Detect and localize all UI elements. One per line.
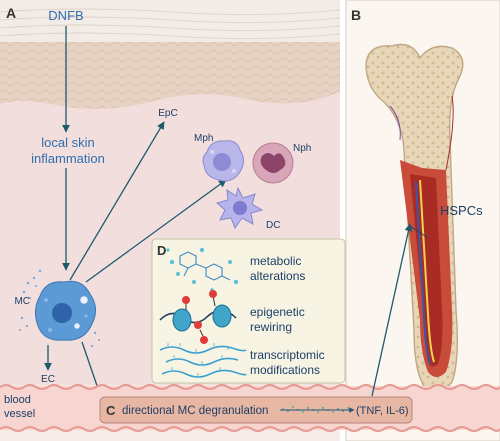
blood-vessel-label-2: vessel	[4, 408, 35, 420]
vessel-wall-top	[0, 384, 500, 390]
mast-cell	[34, 280, 96, 341]
stratum-corneum	[0, 0, 340, 42]
epigenetic-label-1: epigenetic	[250, 305, 305, 319]
mast-cell-granules	[19, 269, 100, 348]
blood-vessel-label-1: blood	[4, 394, 31, 406]
hspcs-pointer	[409, 225, 429, 239]
panel-c-label: C	[106, 403, 116, 418]
dnfb-label: DNFB	[48, 8, 83, 23]
rna-ticks	[167, 343, 229, 376]
marrow-vessel-blue	[415, 181, 431, 365]
arrow-mc-to-epc	[69, 121, 165, 281]
arrow-cytokines-to-hspcs	[371, 223, 413, 397]
marrow-vessel-branch-2	[445, 95, 454, 171]
nph-label: Nph	[293, 143, 311, 154]
epidermis	[0, 42, 340, 110]
ec-label: EC	[41, 374, 55, 385]
metabolic-label-2: alterations	[250, 269, 305, 283]
stratum-lines	[0, 8, 341, 40]
metabolic-label-1: metabolic	[250, 254, 301, 268]
nucleosome-icon	[159, 290, 237, 344]
macrophage-cell	[202, 140, 244, 182]
neutrophil-cell	[252, 142, 294, 184]
mc-label: MC	[14, 296, 30, 307]
marrow-vessel-yellow	[419, 179, 435, 363]
panel-d: D	[151, 238, 346, 384]
dendritic-cell	[215, 186, 264, 230]
epigenetic-label-2: rewiring	[250, 320, 292, 334]
transcriptomic-label-1: transcriptomic	[250, 348, 325, 362]
panel-d-label: D	[157, 243, 166, 258]
panel-c-box	[99, 396, 413, 424]
local-skin-label-1: local skin	[41, 135, 94, 150]
cytokines-label: (TNF, IL-6)	[356, 405, 409, 417]
granule-stream	[282, 406, 349, 413]
vessel-wall-bottom	[0, 426, 500, 432]
epc-label: EpC	[158, 108, 177, 119]
panel-a-label: A	[6, 5, 16, 21]
panel-b: B HSPCs	[345, 0, 500, 441]
panel-c: C directional MC degranulation (TNF, IL-…	[99, 396, 413, 424]
rna-strands-icon	[159, 345, 247, 378]
hspcs-label: HSPCs	[440, 203, 483, 218]
dc-label: DC	[266, 220, 280, 231]
arrow-mc-to-immune	[85, 179, 227, 283]
local-skin-label-2: inflammation	[31, 151, 105, 166]
marrow-vessel-branch	[389, 105, 401, 141]
panel-d-box	[151, 238, 346, 384]
mph-label: Mph	[194, 133, 213, 144]
metabolite-icon	[166, 247, 239, 292]
panel-b-label: B	[351, 7, 361, 23]
transcriptomic-label-2: modifications	[250, 363, 320, 377]
degranulation-label: directional MC degranulation	[122, 405, 268, 417]
